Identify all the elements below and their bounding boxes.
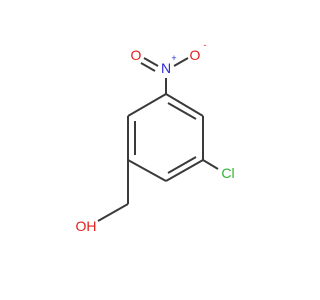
chlorine-atom: Cl xyxy=(221,165,234,181)
ring-bond-1 xyxy=(165,93,204,117)
nitrogen-atom: N xyxy=(161,60,171,76)
n-o-double-bond xyxy=(140,57,159,72)
benzene-ring xyxy=(127,93,204,182)
oxygen-right-charge: - xyxy=(204,40,207,50)
nitrogen-charge: + xyxy=(171,53,176,63)
ring-double-bond-1 xyxy=(167,102,197,120)
hydroxyl-group: OH xyxy=(76,218,97,234)
molecule-structure: N + O O - Cl OH xyxy=(76,40,235,234)
oxygen-right-atom: O xyxy=(190,47,201,63)
c-cl-bond xyxy=(202,159,219,170)
ring-double-bond-2 xyxy=(167,156,197,174)
ch2-ch2-bond xyxy=(97,203,129,222)
ring-bond-3 xyxy=(165,159,204,182)
oxygen-left-atom: O xyxy=(131,47,142,63)
ring-bond-4 xyxy=(127,159,167,182)
ring-bond-6 xyxy=(127,93,167,117)
n-o-single-bond xyxy=(173,57,189,67)
